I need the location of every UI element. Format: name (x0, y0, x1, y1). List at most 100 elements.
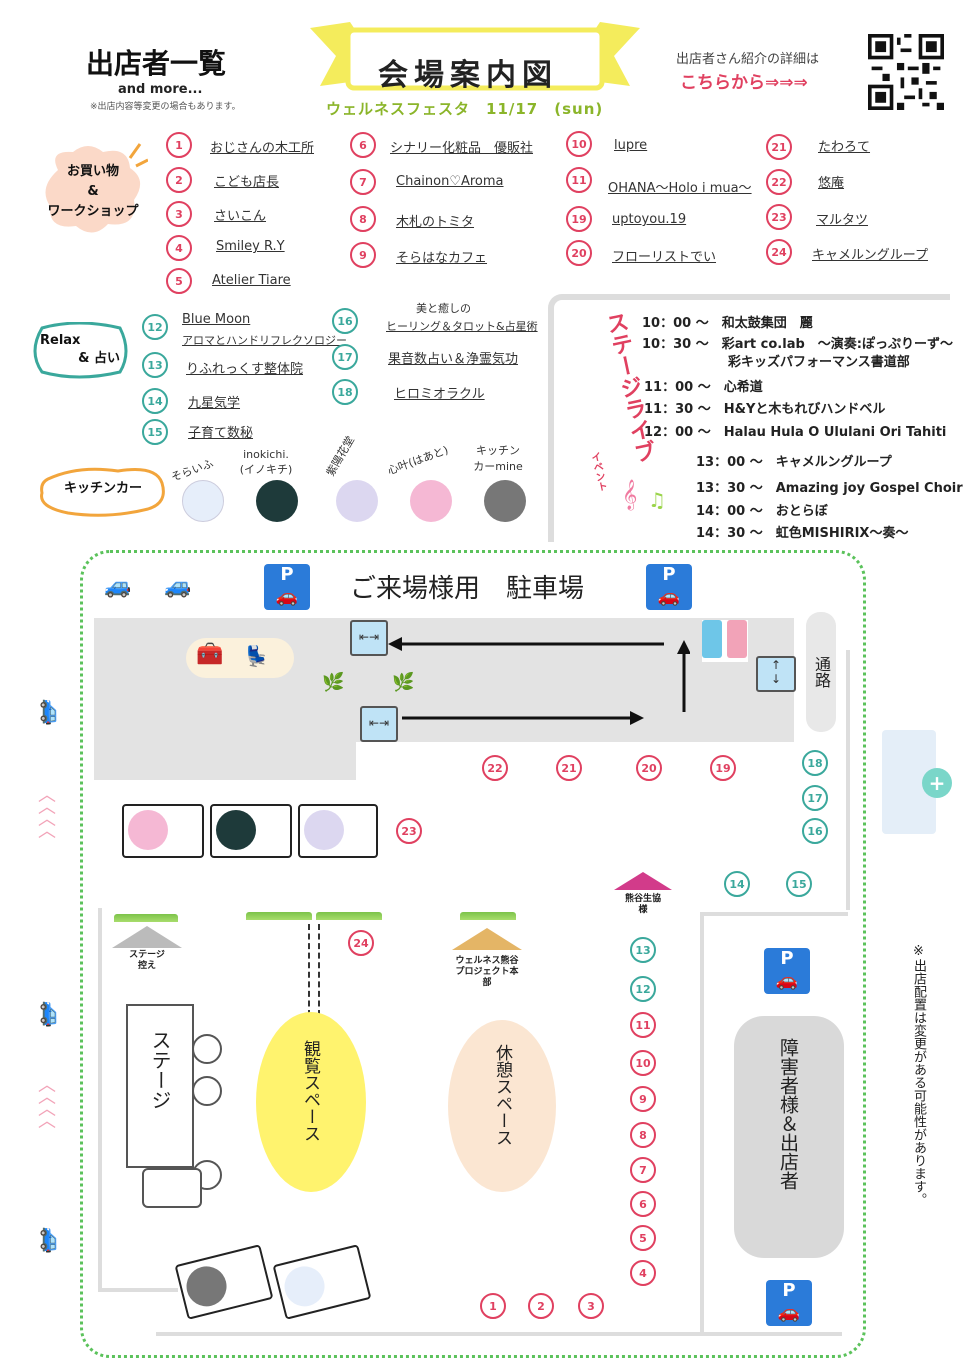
relax-badge: 15 (142, 419, 168, 445)
shop-badge: 1 (166, 132, 192, 158)
grass-strip (460, 912, 516, 920)
shop-badge: 19 (566, 206, 592, 232)
restroom-icon (702, 620, 748, 662)
shop-badge: 21 (766, 134, 792, 160)
shop-item: フローリストでい (612, 250, 717, 265)
banner-title: 会場案内図 (378, 58, 558, 93)
first-aid-kit-icon: 🧰 (196, 642, 224, 667)
qr-code-icon[interactable] (868, 34, 944, 110)
stage-waiting-label: ステージ控え (129, 950, 165, 971)
hq-label: ウェルネス熊谷プロジェクト本部 (455, 956, 519, 988)
change-note-small: ※出店内容等変更の場合もあります。 (90, 102, 241, 112)
shop-item: 木札のトミタ (396, 215, 475, 230)
parking-sign-icon: P🚗 (764, 948, 810, 994)
shop-item: そらはなカフェ (396, 251, 488, 266)
relax-item: 美と癒しの (416, 302, 471, 315)
schedule-act: 彩キッズパフォーマンス書道部 (728, 355, 910, 370)
map-badge: 24 (348, 930, 374, 956)
shop-badge: 24 (766, 239, 792, 265)
truck-cab-icon (142, 1168, 202, 1208)
parking-sign-letter: P (780, 948, 794, 969)
schedule-time: 13：00 〜 (696, 455, 763, 470)
detail-text: 出店者さん紹介の詳細は (676, 52, 820, 67)
shop-badge: 4 (166, 235, 192, 261)
shop-item: lupre (614, 138, 648, 153)
kitchen-label: キッチンカー (63, 481, 142, 496)
relax-item-sub: アロマとハンドリフレクソロジー (182, 334, 347, 347)
dashed-line (308, 924, 310, 1016)
viewing-space: 観覧スペース (256, 1012, 366, 1192)
map-badge: 12 (630, 976, 656, 1002)
grass-strip (114, 914, 178, 922)
hq-tent-icon: ウェルネス熊谷プロジェクト本部 (452, 928, 522, 1008)
schedule-act: Halau Hula O Ululani Ori Tahiti (723, 425, 947, 440)
shop-item: Atelier Tiare (212, 273, 291, 288)
shop-badge: 23 (766, 204, 792, 230)
map-badge: 3 (578, 1293, 604, 1319)
relax-item: 九星気学 (188, 396, 241, 411)
parking-sign-icon: P🚗 (766, 1280, 812, 1326)
kitchen-truck-icon (298, 804, 378, 858)
truck-logo-icon (182, 480, 224, 522)
shop-item: Chainon♡Aroma (396, 174, 504, 189)
hospital-icon: + (876, 730, 952, 834)
parking-sign-icon: P🚗 (264, 564, 310, 610)
map-badge: 21 (556, 755, 582, 781)
shop-badge: 3 (166, 201, 192, 227)
rest-seat-icon: 💺 (244, 644, 269, 668)
relax-item-sub: ヒーリング＆タロット&占星術 (386, 320, 538, 333)
kitchen-car-name: キッチンカーmine (473, 444, 523, 473)
relax-badge: 17 (332, 344, 358, 370)
parking-title: ご来場様用 駐車場 (350, 574, 585, 604)
kitchen-cloud-icon (40, 467, 165, 517)
stage-schedule-frame (548, 294, 950, 542)
detail-link[interactable]: こちらから⇒⇒⇒ (680, 73, 808, 93)
schedule-act: Amazing joy Gospel Choir (775, 481, 963, 496)
shop-item: おじさんの木工所 (210, 141, 315, 156)
speech-bubble-icon (33, 322, 128, 379)
relax-badge: 13 (142, 352, 168, 378)
shop-badge: 11 (566, 167, 592, 193)
relax-label-2: & 占い (78, 351, 120, 366)
first-aid-area: 🧰 💺 (186, 638, 294, 678)
shop-badge: 7 (350, 169, 376, 195)
map-badge: 1 (480, 1293, 506, 1319)
chevron-up-icon: ︿︿︿︿ (38, 1075, 56, 1132)
list-title: 出店者一覧 (86, 47, 227, 80)
passage-label: 通路 (806, 612, 836, 732)
relax-item: 子育て数秘 (188, 426, 254, 441)
kitchen-truck-icon (122, 804, 204, 858)
shop-item: たわろて (818, 140, 871, 155)
map-badge: 23 (396, 818, 422, 844)
fence-line (700, 912, 704, 1332)
shopping-label-2: & (87, 184, 99, 199)
cloud-icon (45, 143, 148, 233)
fence-line (156, 1332, 842, 1336)
banner-ribbon-icon (310, 22, 640, 91)
schedule-act: 心希道 (723, 380, 763, 395)
relax-badge: 12 (142, 314, 168, 340)
chevron-up-icon: ︿︿︿︿ (38, 785, 56, 842)
kitchen-car-name: inokichi.(イノキチ) (239, 448, 293, 476)
shopping-label-1: お買い物 (66, 164, 119, 179)
schedule-act: おとらぼ (775, 504, 828, 519)
map-badge: 8 (630, 1122, 656, 1148)
event-title: ウェルネスフェスタ 11/17 (sun) (326, 100, 604, 118)
parking-sign-letter: P (280, 564, 294, 585)
stage-label: ステージ (148, 1030, 172, 1110)
shop-item: OHANA〜Holo i mua〜 (608, 181, 752, 196)
map-badge: 4 (630, 1260, 656, 1286)
coop-label: 熊谷生協様 (625, 894, 662, 915)
schedule-time: 10：00 〜 (642, 316, 709, 331)
door-icon: ⇤⇥ (360, 706, 398, 742)
shop-badge: 6 (350, 132, 376, 158)
parking-sign-letter: P (782, 1280, 796, 1301)
heart-logo-icon (410, 480, 452, 522)
shopping-label-3: ワークショップ (47, 204, 139, 219)
cat-logo-icon (256, 480, 298, 522)
fence-line (98, 908, 102, 1288)
map-badge: 20 (636, 755, 662, 781)
map-badge: 5 (630, 1225, 656, 1251)
fence-icon: 🌿 (322, 672, 345, 693)
door-icon: ⇤⇥ (350, 620, 388, 656)
